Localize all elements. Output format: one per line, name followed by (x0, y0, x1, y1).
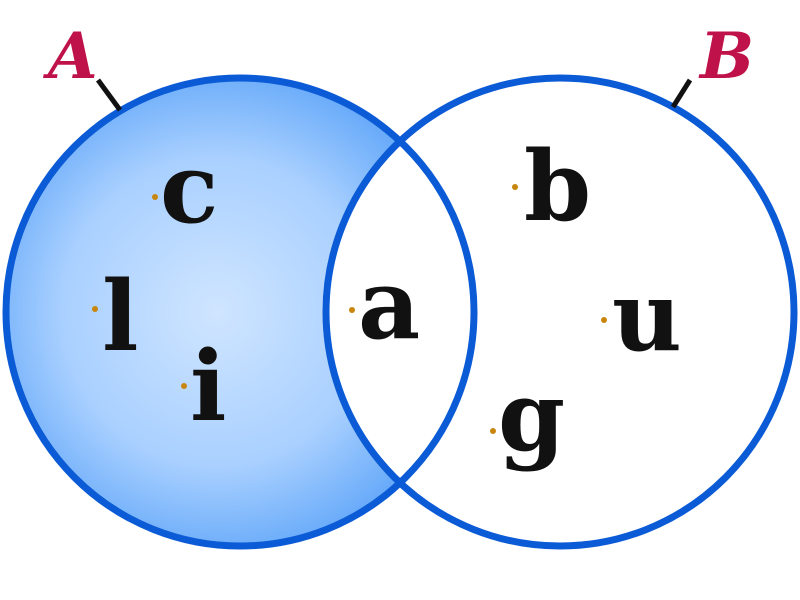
set-b-circle (322, 74, 798, 550)
element-c: c (160, 132, 218, 245)
element-l: l (102, 260, 138, 373)
element-dot (92, 306, 98, 312)
element-dot (349, 307, 355, 313)
element-i: i (190, 330, 226, 443)
set-a-circle (2, 74, 478, 550)
element-g: g (498, 360, 565, 473)
set-a-label: A (43, 19, 98, 94)
element-dot (512, 184, 518, 190)
element-dot (152, 194, 158, 200)
element-a: a (358, 248, 420, 361)
element-b: b (524, 130, 591, 243)
element-dot (490, 428, 496, 434)
set-b-label: B (698, 19, 754, 94)
set-b-connector (670, 78, 693, 109)
set-a-connector (95, 78, 123, 112)
element-dot (181, 383, 187, 389)
element-dot (601, 317, 607, 323)
element-u: u (612, 260, 682, 373)
